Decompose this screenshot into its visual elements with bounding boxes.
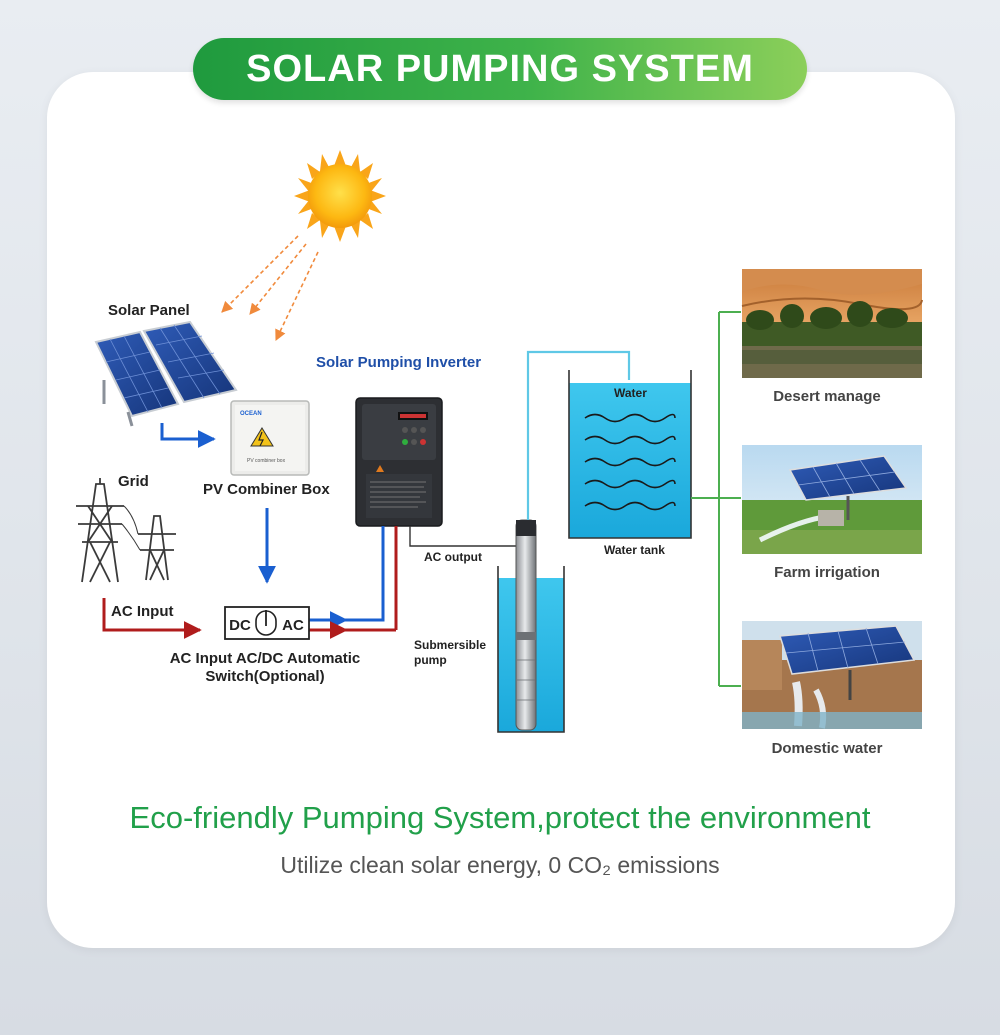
tagline: Eco-friendly Pumping System,protect the … (129, 800, 871, 835)
inverter-icon (355, 397, 443, 527)
box-logo: OCEAN (240, 411, 262, 417)
solar-panel-icon (94, 320, 238, 427)
subtagline: Utilize clean solar energy, 0 CO₂ emissi… (280, 852, 720, 878)
water-pipe (526, 350, 631, 520)
sun-icon (294, 150, 386, 242)
pv-combiner-box-icon: OCEAN PV combiner box (230, 400, 310, 476)
sun-rays (221, 235, 319, 342)
domestic-water-photo (742, 621, 922, 729)
ac-output-label: AC output (424, 550, 482, 564)
farm-caption: Farm irrigation (774, 564, 880, 581)
page-title: SOLAR PUMPING SYSTEM (193, 38, 807, 100)
water-tank-label: Water tank (604, 543, 665, 557)
switch-dc-label: DC (229, 617, 251, 634)
acdc-switch (224, 606, 310, 640)
submersible-pump-icon (515, 519, 537, 731)
switch-ac-label: AC (282, 617, 304, 634)
application-links (691, 311, 741, 687)
switch-caption-line2: Switch(Optional) (205, 668, 325, 685)
domestic-caption: Domestic water (771, 740, 883, 757)
box-text: PV combiner box (247, 458, 286, 464)
desert-caption: Desert manage (773, 388, 881, 405)
farm-irrigation-photo (742, 445, 922, 554)
grid-label: Grid (118, 473, 149, 490)
pump-label-line2: pump (414, 653, 447, 667)
solar-panel-label: Solar Panel (108, 302, 190, 319)
dc-wiring (160, 423, 385, 629)
desert-photo (741, 269, 923, 378)
inverter-label: Solar Pumping Inverter (316, 354, 482, 371)
ac-input-label: AC Input (111, 603, 174, 620)
water-tank (568, 370, 692, 539)
power-grid-icon (76, 478, 176, 583)
switch-caption-line1: AC Input AC/DC Automatic (169, 650, 361, 667)
pump-label-line1: Submersible (414, 638, 487, 652)
water-label: Water (614, 386, 647, 400)
combiner-box-label: PV Combiner Box (203, 481, 330, 498)
ac-wiring (102, 526, 398, 639)
